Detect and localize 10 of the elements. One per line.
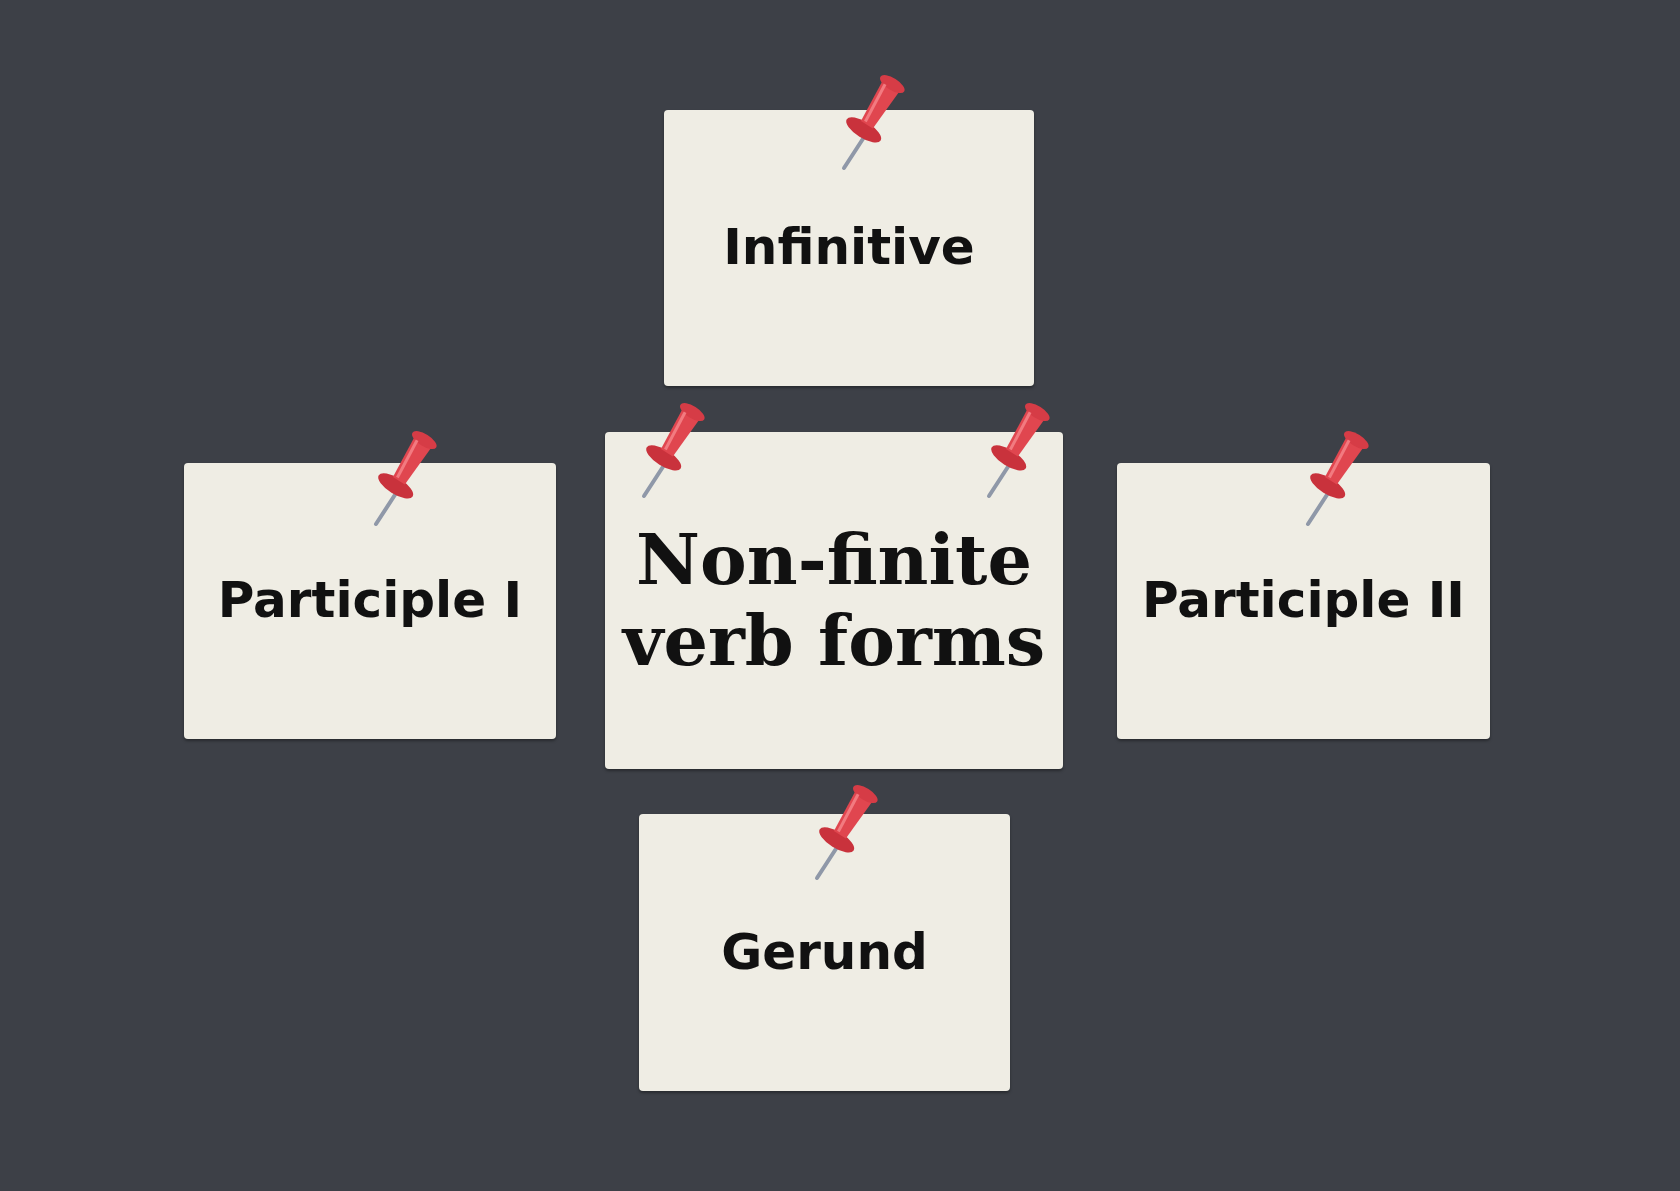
sticky-note bbox=[184, 463, 556, 739]
note-text: Participle II bbox=[1142, 572, 1465, 630]
note-text: Gerund bbox=[721, 923, 928, 982]
note-text: Participle I bbox=[217, 572, 523, 630]
sticky-note bbox=[639, 814, 1010, 1091]
note-text: Infinitive bbox=[723, 219, 975, 277]
note-text: Non-finite verb forms bbox=[620, 520, 1047, 681]
sticky-note bbox=[1117, 463, 1490, 739]
sticky-note bbox=[605, 432, 1063, 769]
sticky-note bbox=[664, 110, 1034, 386]
